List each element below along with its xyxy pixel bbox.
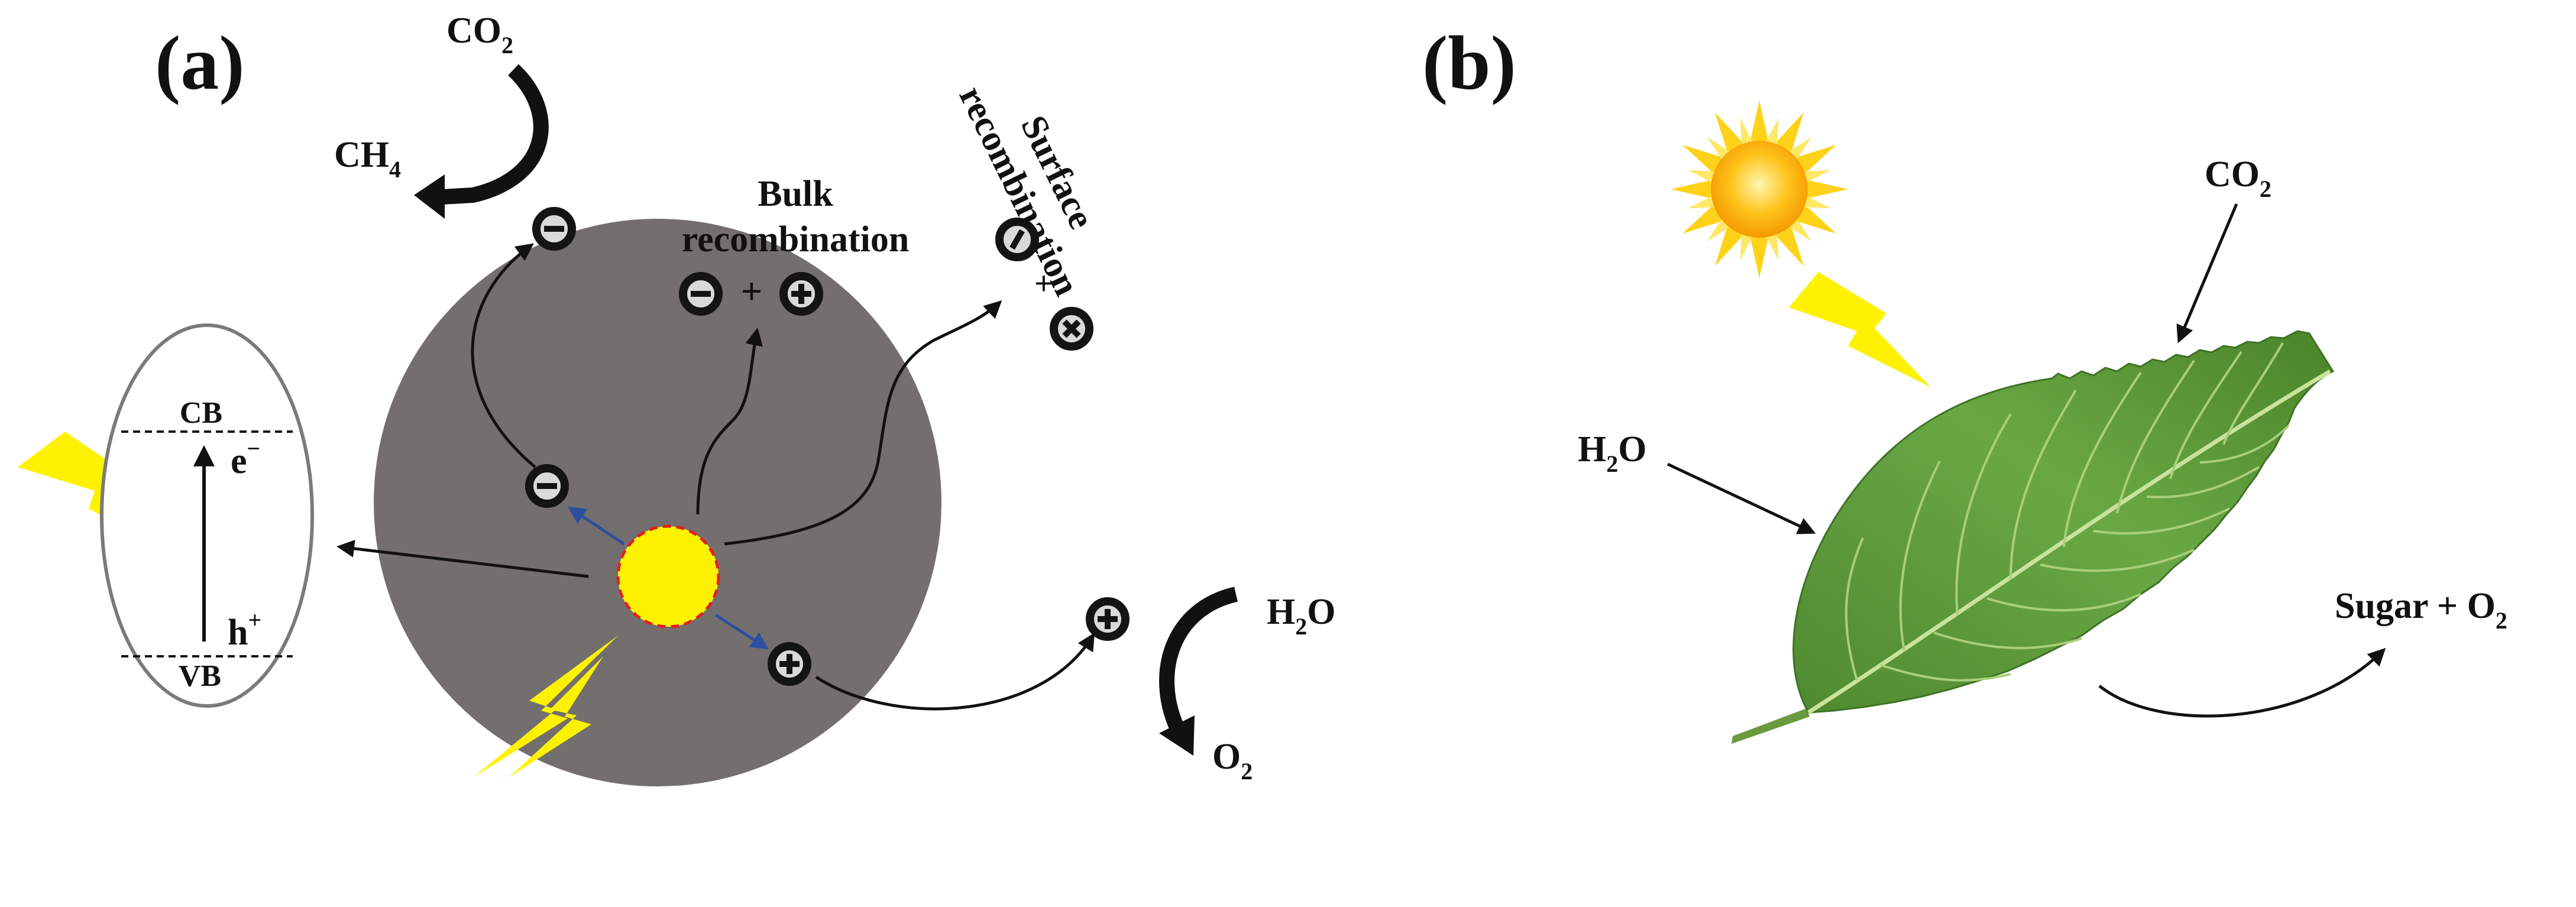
bulk-plus-sign: + [741, 270, 762, 312]
sun-icon [1671, 101, 1848, 278]
lightning-icon-leaf [1789, 272, 1931, 387]
electron-bulk [679, 272, 723, 316]
panel-a: (a) CO2 CH4 Bulk recombination Surface r… [18, 11, 1335, 786]
band-diagram: CB VB e− h+ [100, 323, 314, 708]
o2-label-a: O2 [1212, 737, 1253, 785]
product-label: Sugar + O2 [2335, 586, 2507, 634]
leaf-icon [1732, 330, 2335, 744]
co2-reduction-arrow [431, 64, 549, 205]
hole-bulk [779, 272, 823, 316]
vb-label: VB [179, 659, 221, 693]
electron-near-site [525, 464, 569, 508]
leaf-veins [1844, 342, 2290, 682]
excitation-to-band-path [336, 539, 589, 578]
hole-surface-bottom [1086, 597, 1130, 641]
lightning-icon-particle [473, 636, 618, 778]
electron-surface-right [995, 218, 1039, 261]
water-oxidation-arrowhead [1159, 715, 1195, 756]
electron-label: e− [231, 435, 260, 481]
electron-to-surface-path [471, 243, 536, 468]
co2-reduction-arrowhead [414, 174, 445, 219]
photocatalyst-particle [374, 219, 941, 786]
co2-label-b: CO2 [2205, 154, 2271, 202]
ch4-label: CH4 [334, 135, 401, 183]
bulk-recombination-line-2: recombination [682, 219, 910, 260]
hole-surface-right [1050, 307, 1093, 351]
lightning-icon-particle-2 [509, 656, 603, 778]
panel-b-label: (b) [1422, 21, 1516, 106]
h2o-arrow-b [1666, 462, 1816, 535]
bulk-recombination-line-1: Bulk [758, 174, 833, 214]
cb-label: CB [180, 396, 222, 430]
hole-near-site [768, 642, 811, 686]
panel-a-label: (a) [155, 21, 245, 106]
hole-label: h+ [228, 607, 261, 653]
h2o-label-a: H2O [1267, 592, 1335, 640]
co2-label-a: CO2 [446, 11, 513, 59]
panel-b: (b) [1422, 21, 2507, 744]
surface-recombination-path [724, 300, 1002, 546]
leaf-blade [1792, 330, 2335, 714]
excitation-site [616, 524, 720, 629]
leaf-stem [1732, 708, 1810, 744]
blue-arrow-hole [714, 613, 769, 650]
hole-to-surface-path [815, 632, 1095, 711]
bulk-recombination-path [696, 328, 763, 515]
h2o-label-b: H2O [1578, 429, 1646, 477]
leaf-midrib [1807, 369, 2331, 714]
co2-arrow-b [2176, 203, 2238, 344]
water-oxidation-arrow [1159, 587, 1238, 731]
electron-surface-top [532, 207, 576, 251]
blue-arrow-electron [568, 506, 625, 546]
surface-plus-sign: + [1034, 265, 1053, 302]
product-arrow [2098, 647, 2386, 718]
